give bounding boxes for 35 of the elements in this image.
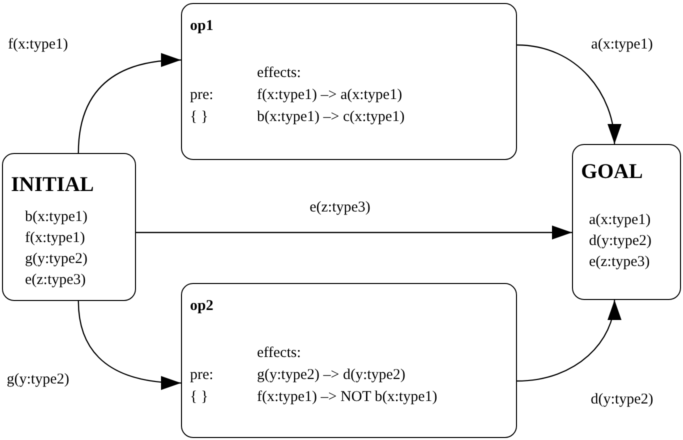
- effect-text: effects:: [257, 64, 301, 83]
- effect-text: effects:: [257, 344, 301, 363]
- effect-text: g(y:type2) –> d(y:type2): [257, 366, 406, 385]
- precondition-text: { }: [190, 388, 208, 407]
- state-box: [572, 144, 681, 300]
- arrow: [516, 300, 620, 382]
- fact-text: a(x:type1): [589, 211, 651, 230]
- arrow: [78, 54, 182, 154]
- node-title: GOAL: [581, 159, 643, 184]
- edge-label: d(y:type2): [590, 392, 654, 408]
- arrow: [78, 300, 182, 390]
- node-title: op1: [190, 18, 214, 35]
- fact-text: b(x:type1): [25, 208, 88, 227]
- operator-box: [181, 283, 517, 438]
- fact-text: g(y:type2): [25, 250, 88, 269]
- effect-text: b(x:type1) –> c(x:type1): [257, 108, 405, 127]
- edge-label: g(y:type2): [6, 372, 70, 388]
- node-title: INITIAL: [11, 172, 94, 197]
- fact-text: d(y:type2): [589, 232, 652, 251]
- precondition-text: { }: [190, 108, 208, 127]
- node-title: op2: [190, 298, 214, 315]
- state-box: [2, 153, 136, 301]
- effect-text: f(x:type1) –> a(x:type1): [257, 86, 402, 105]
- precondition-text: pre:: [190, 366, 214, 385]
- edge-label: f(x:type1): [8, 36, 68, 54]
- effect-text: f(x:type1) –> NOT b(x:type1): [257, 388, 438, 407]
- edge-label: a(x:type1): [591, 36, 653, 54]
- precondition-text: pre:: [190, 86, 214, 105]
- fact-text: f(x:type1): [25, 229, 85, 248]
- arrow: [516, 44, 620, 144]
- fact-text: e(z:type3): [25, 271, 86, 290]
- edge-label: e(z:type3): [310, 200, 370, 216]
- arrow: [136, 226, 572, 240]
- operator-box: [181, 3, 517, 160]
- fact-text: e(z:type3): [589, 253, 650, 272]
